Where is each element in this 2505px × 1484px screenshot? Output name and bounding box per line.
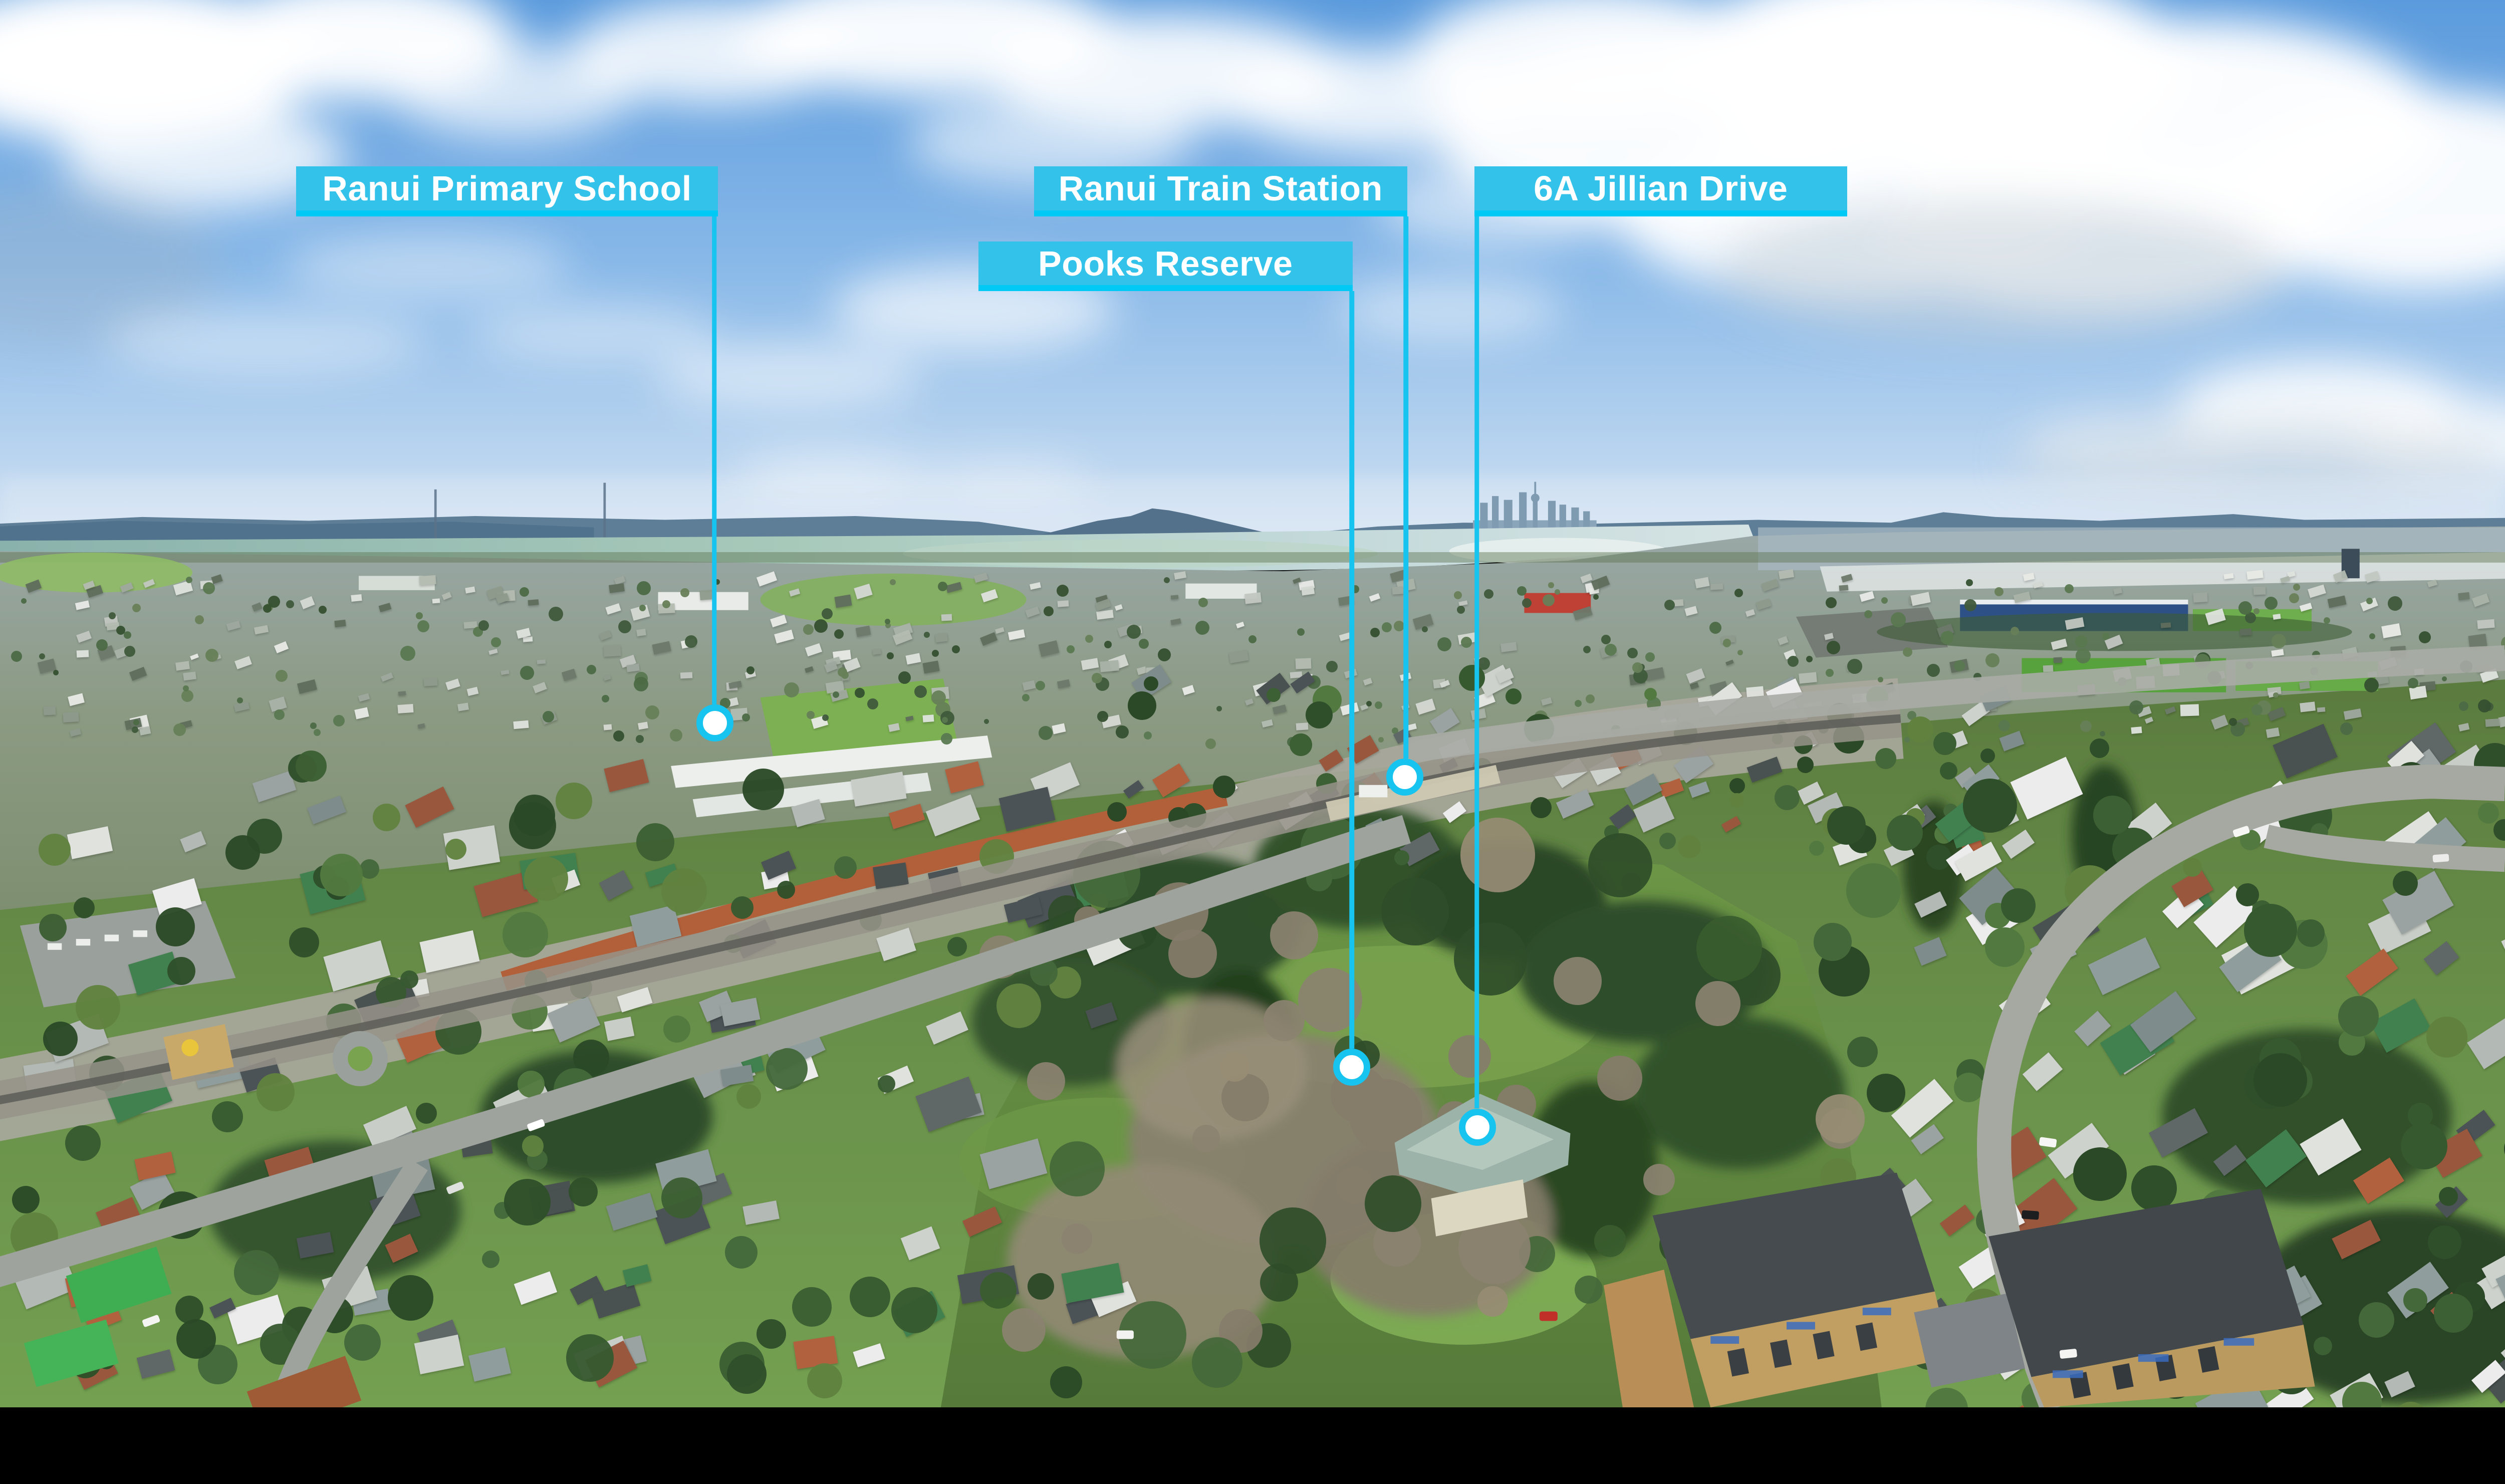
playground bbox=[163, 1024, 234, 1080]
aerial-photo-stage: Ranui Primary School Ranui Train Station… bbox=[0, 0, 2505, 1408]
rusty-roof-house bbox=[246, 1356, 362, 1408]
road-jillian-drive bbox=[1977, 764, 2505, 1408]
radio-masts bbox=[434, 482, 606, 543]
industrial-band bbox=[1820, 552, 2505, 592]
rangitoto-island bbox=[1036, 508, 1295, 536]
green-roof-house bbox=[66, 1247, 172, 1323]
clouds bbox=[0, 0, 2505, 504]
subject-house bbox=[1394, 1094, 1571, 1236]
apartment-buildings bbox=[1603, 1172, 2315, 1408]
railway-ballast bbox=[0, 699, 1902, 1120]
road-right-branch bbox=[2264, 825, 2505, 872]
road-left bbox=[0, 815, 1411, 1287]
cars bbox=[142, 826, 2449, 1359]
aerial-photograph-detail bbox=[0, 645, 2505, 1408]
road-upper-right bbox=[1404, 645, 2505, 764]
railway-tracks bbox=[0, 714, 1901, 1105]
